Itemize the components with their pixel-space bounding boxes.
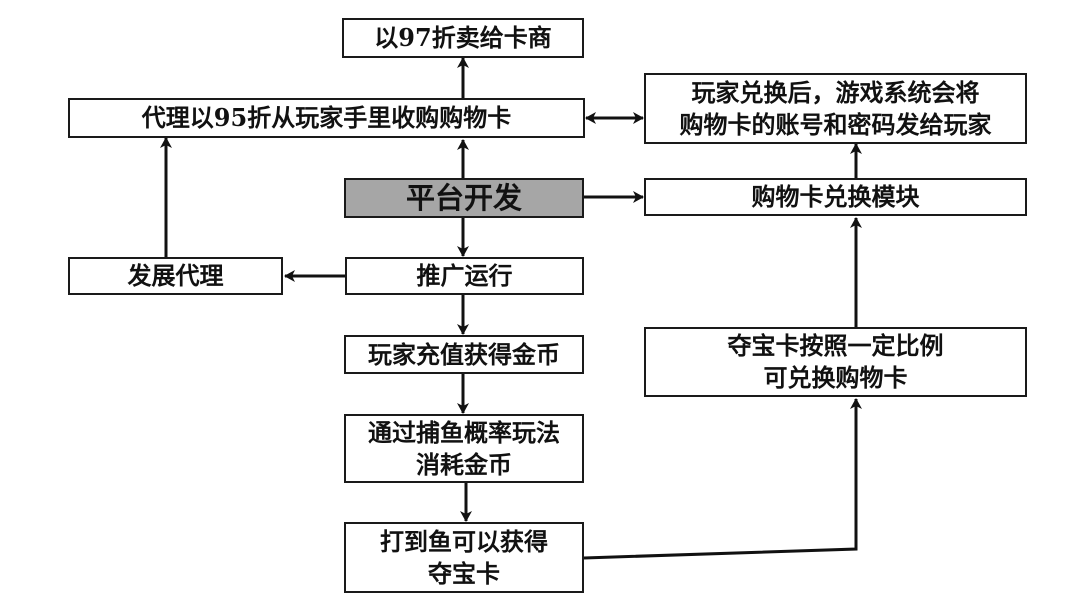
node-develop-agent: 发展代理: [68, 257, 283, 295]
node-card-exchange-module: 购物卡兑换模块: [644, 178, 1027, 216]
node-promote-operate: 推广运行: [345, 257, 584, 295]
node-platform-development: 平台开发: [344, 178, 584, 218]
node-treasure-card-exchange: 夺宝卡按照一定比例 可兑换购物卡: [644, 327, 1027, 397]
node-consume-coins: 通过捕鱼概率玩法 消耗金币: [344, 414, 584, 483]
arrow-treasure-to-exchange: [583, 398, 862, 560]
node-get-treasure-card: 打到鱼可以获得 夺宝卡: [344, 522, 584, 593]
node-player-recharge: 玩家充值获得金币: [344, 335, 584, 374]
node-agent-buy-cards: 代理以95折从玩家手里收购购物卡: [68, 98, 585, 138]
node-send-account-password: 玩家兑换后，游戏系统会将 购物卡的账号和密码发给玩家: [644, 73, 1027, 144]
node-sell-to-dealer: 以97折卖给卡商: [342, 18, 584, 58]
